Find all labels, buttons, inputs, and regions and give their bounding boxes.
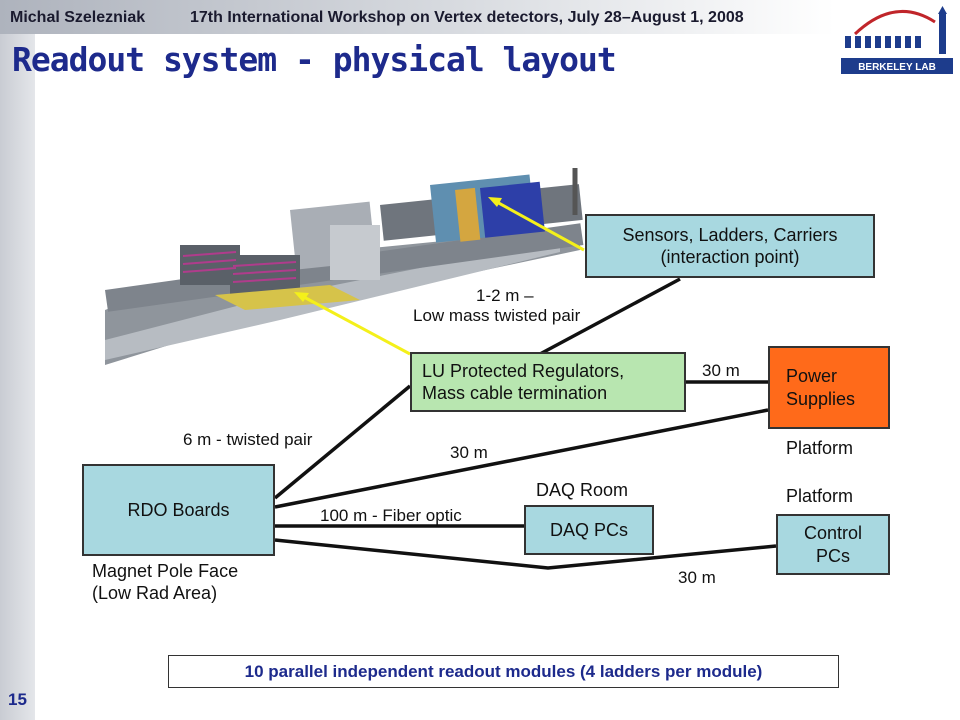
label-platform-control: Platform — [786, 486, 854, 506]
daq-pcs-box: DAQ PCs — [524, 505, 654, 555]
power-line1: Power — [786, 366, 838, 386]
header-author: Michal Szelezniak — [10, 9, 146, 26]
sensors-box: Sensors, Ladders, Carriers(interaction p… — [585, 214, 875, 278]
connection-lines — [273, 277, 777, 570]
label-daq-room: DAQ Room — [536, 480, 629, 500]
lu-line2: Mass cable termination — [422, 383, 608, 403]
sensors-line1: Sensors, Ladders, Carriers — [622, 224, 838, 245]
label-low-mass-1: 1-2 m – — [476, 286, 534, 305]
detector-illustration — [104, 168, 584, 365]
control-line2: PCs — [815, 545, 850, 566]
slide-number: 15 — [8, 690, 27, 709]
label-low-mass-2: Low mass twisted pair — [413, 306, 581, 325]
label-lu-power-30m: 30 m — [702, 361, 740, 380]
left-sidebar — [0, 0, 35, 720]
daq-label: DAQ PCs — [549, 519, 628, 540]
lu-regulators-box: LU Protected Regulators,Mass cable termi… — [410, 352, 686, 412]
slide-title: Readout system - physical layout — [12, 40, 617, 79]
rdo-label: RDO Boards — [127, 499, 230, 520]
lu-line1: LU Protected Regulators, — [422, 360, 625, 381]
label-low-rad: (Low Rad Area) — [92, 583, 218, 603]
power-line2: Supplies — [786, 388, 856, 409]
yellow-arrows — [294, 197, 585, 356]
berkeley-lab-logo: BERKELEY LAB — [835, 0, 960, 85]
summary-banner: 10 parallel independent readout modules … — [168, 655, 839, 688]
label-fiber-optic: 100 m - Fiber optic — [320, 506, 462, 525]
label-control-30m: 30 m — [678, 568, 716, 587]
header-band — [0, 0, 835, 34]
label-rdo-power-30m: 30 m — [450, 443, 488, 462]
label-6m-twisted: 6 m - twisted pair — [183, 430, 313, 449]
header-event: 17th International Workshop on Vertex de… — [190, 9, 744, 26]
logo-text: BERKELEY LAB — [858, 62, 936, 73]
rdo-boards-box: RDO Boards — [82, 464, 275, 556]
control-line1: Control — [803, 523, 863, 543]
sensors-line2: (interaction point) — [660, 247, 800, 267]
label-magnet-pole: Magnet Pole Face — [92, 561, 239, 581]
label-platform-power: Platform — [786, 438, 854, 458]
